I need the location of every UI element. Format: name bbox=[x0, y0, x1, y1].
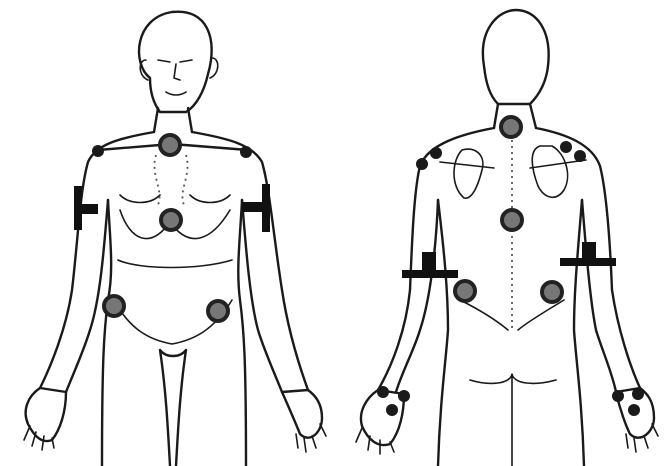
front-shoulder-marker-left bbox=[92, 145, 104, 157]
back-elbow-marker-right bbox=[542, 282, 562, 302]
back-head bbox=[483, 10, 549, 104]
front-arm-electrode-left-tab bbox=[74, 204, 98, 214]
back-neck-marker bbox=[501, 117, 521, 137]
back-hand-marker-left-1 bbox=[377, 386, 389, 398]
back-scapula-right bbox=[532, 146, 567, 197]
front-hand-left bbox=[26, 388, 66, 441]
front-sternum bbox=[154, 155, 187, 205]
back-hand-marker-left-3 bbox=[386, 404, 398, 416]
back-spine-marker bbox=[502, 210, 522, 230]
front-torso bbox=[40, 132, 308, 390]
front-arm-electrode-right-tab bbox=[242, 202, 270, 212]
back-hand-marker-right-3 bbox=[628, 404, 640, 416]
front-shoulder-marker-right bbox=[240, 146, 252, 158]
back-hand-marker-left-2 bbox=[398, 390, 410, 402]
back-hand-marker-right-1 bbox=[612, 390, 624, 402]
back-shoulder-marker-left-b bbox=[416, 158, 428, 170]
back-buttocks bbox=[470, 374, 556, 466]
front-hip-marker-right bbox=[208, 301, 228, 321]
front-waist bbox=[102, 200, 246, 466]
back-shoulder-marker-left-a bbox=[430, 147, 442, 159]
front-hip-marker-left bbox=[104, 296, 124, 316]
front-sternum-marker-lower bbox=[161, 210, 181, 230]
back-scapula-left bbox=[454, 149, 483, 198]
back-shoulder-marker-right-b bbox=[574, 150, 586, 162]
back-waist bbox=[438, 200, 584, 466]
front-figure bbox=[24, 12, 326, 466]
back-arm-electrode-right-cap bbox=[582, 242, 596, 260]
front-hand-right bbox=[282, 390, 322, 438]
back-muscles bbox=[440, 160, 586, 330]
back-hand-marker-right-2 bbox=[632, 388, 644, 400]
back-arm-electrode-left-cap bbox=[422, 252, 436, 272]
front-chest bbox=[120, 195, 230, 203]
front-sternum-marker-upper bbox=[160, 135, 180, 155]
back-hand-left bbox=[361, 390, 404, 445]
back-shoulder-marker-right-a bbox=[560, 141, 572, 153]
back-elbow-marker-left bbox=[455, 281, 475, 301]
front-legs bbox=[160, 350, 186, 466]
front-head bbox=[139, 12, 212, 112]
